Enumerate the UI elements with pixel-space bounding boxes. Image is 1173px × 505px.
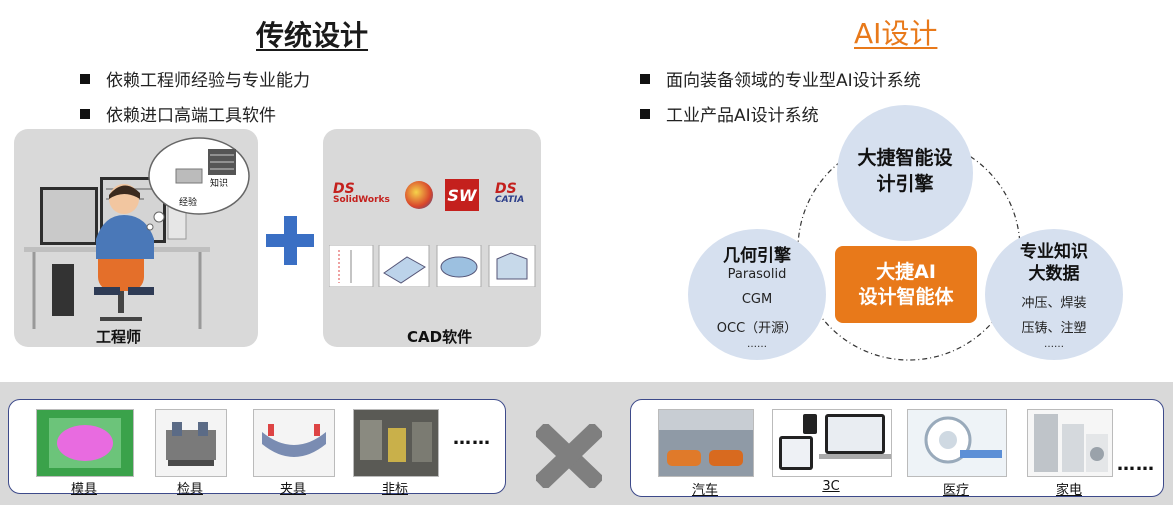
ai-design-agent-box: 大捷AI 设计智能体 <box>835 246 977 323</box>
left-bullet-1: 依赖工程师经验与专业能力 <box>80 66 310 91</box>
knowledge-item-more: …… <box>1044 339 1064 350</box>
right-bullet-2-text: 工业产品AI设计系统 <box>666 106 819 126</box>
solidworks-logo-icon: DS SolidWorks <box>333 181 390 213</box>
automotive-image <box>658 409 754 477</box>
design-engine-circle: 大捷智能设 计引擎 <box>837 105 973 241</box>
left-bullet-2-text: 依赖进口高端工具软件 <box>106 106 276 126</box>
bullet-square-icon <box>80 108 90 119</box>
bullet-square-icon <box>80 73 90 84</box>
engine-line-1: 大捷智能设 <box>857 147 953 169</box>
ai-design-title: AI设计 <box>854 17 938 50</box>
cad-software-label: CAD软件 <box>407 328 473 346</box>
3c-devices-image <box>772 409 892 477</box>
inspection-fixture-label: 检具 <box>176 482 203 497</box>
catia-logo-icon: DS CATIA <box>495 181 535 213</box>
clamp-fixture-image <box>253 409 335 477</box>
left-more-ellipsis: …… <box>453 428 491 449</box>
medical-label: 医疗 <box>942 483 969 498</box>
home-appliance-label: 家电 <box>1055 483 1082 498</box>
right-bullet-1: 面向装备领域的专业型AI设计系统 <box>640 66 921 91</box>
knowledge-data-circle: 专业知识 大数据 冲压、焊装 压铸、注塑 …… <box>985 229 1123 360</box>
bullet-square-icon <box>640 108 650 119</box>
clamp-fixture-label: 夹具 <box>279 482 306 497</box>
engine-line-2: 计引擎 <box>876 173 934 195</box>
engineer-label: 工程师 <box>96 328 142 346</box>
geometry-item-cgm: CGM <box>741 292 773 307</box>
automotive-label: 汽车 <box>691 483 718 498</box>
engineer-panel: 知识 经验 工程师 <box>14 129 258 347</box>
bubble-knowledge-label: 知识 <box>210 179 229 189</box>
knowledge-title-2: 大数据 <box>1028 264 1080 284</box>
bullet-square-icon <box>640 73 650 84</box>
geometry-item-parasolid: Parasolid <box>727 267 787 282</box>
ds-mark-text: DS <box>333 181 355 197</box>
cad-panel: DS SolidWorks SW DS CATIA CAD软件 <box>323 129 541 347</box>
core-line-1: 大捷AI <box>876 260 936 283</box>
sw-logo-icon: SW <box>445 179 479 211</box>
geometry-item-more: …… <box>747 339 767 350</box>
traditional-design-title: 传统设计 <box>256 19 369 52</box>
industry-group-box: 汽车 3C 医疗 家电 …… <box>630 399 1164 498</box>
home-appliance-image <box>1027 409 1113 477</box>
mold-label: 模具 <box>70 482 97 497</box>
catia-text: CATIA <box>495 195 525 205</box>
non-standard-label: 非标 <box>381 482 408 497</box>
medical-image <box>907 409 1007 477</box>
solidworks-text: SolidWorks <box>333 195 390 205</box>
nx-logo-icon <box>405 181 433 209</box>
engineer-illustration <box>24 137 250 329</box>
left-bullet-1-text: 依赖工程师经验与专业能力 <box>106 71 310 91</box>
ds-mark-text: DS <box>495 181 517 197</box>
right-more-ellipsis: …… <box>1117 454 1155 475</box>
tooling-group-box: 模具 检具 夹具 非标 …… <box>8 399 506 497</box>
mold-image <box>36 409 134 477</box>
right-bullet-2: 工业产品AI设计系统 <box>640 101 819 126</box>
geometry-engine-circle: 几何引擎 Parasolid CGM OCC（开源） …… <box>688 229 826 360</box>
bubble-experience-label: 经验 <box>179 198 198 208</box>
knowledge-item-stamping: 冲压、焊装 <box>1021 296 1087 311</box>
left-bullet-2: 依赖进口高端工具软件 <box>80 101 276 126</box>
plus-icon-vertical <box>284 216 297 265</box>
geometry-engine-title: 几何引擎 <box>723 246 791 266</box>
knowledge-item-casting: 压铸、注塑 <box>1021 321 1087 336</box>
geometry-item-occ: OCC（开源） <box>716 321 798 336</box>
cad-screenshots <box>329 245 536 287</box>
multiply-icon <box>536 424 602 488</box>
right-bullet-1-text: 面向装备领域的专业型AI设计系统 <box>666 71 921 91</box>
3c-label: 3C <box>822 479 840 494</box>
knowledge-title-1: 专业知识 <box>1020 242 1088 262</box>
non-standard-image <box>353 409 439 477</box>
inspection-fixture-image <box>155 409 227 477</box>
core-line-2: 设计智能体 <box>858 285 954 308</box>
